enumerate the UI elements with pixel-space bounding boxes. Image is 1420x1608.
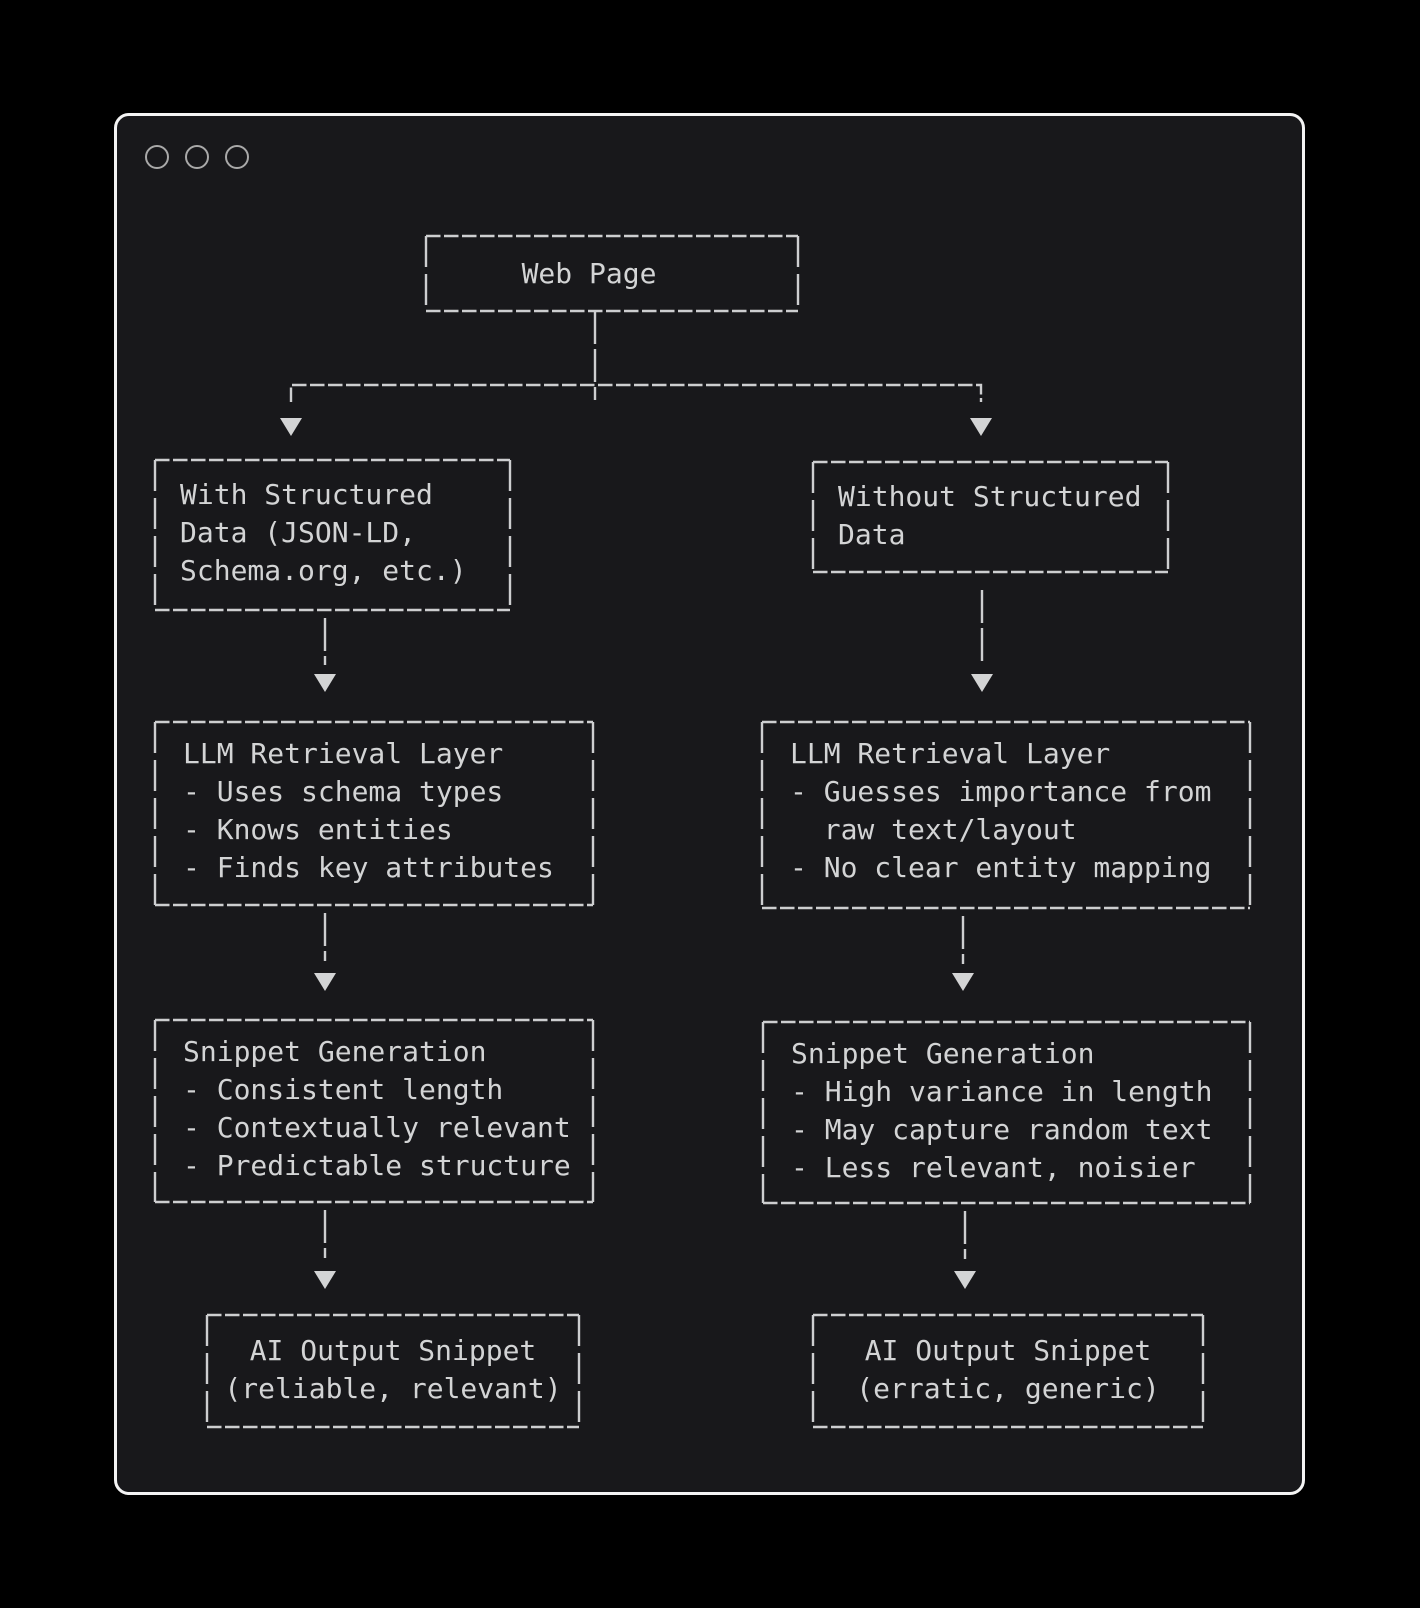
- arrow-down-icon: [952, 973, 974, 991]
- node-label: Data: [838, 518, 906, 551]
- arrow-down-icon: [954, 1271, 976, 1289]
- node-ai-output-unstructured: AI Output Snippet (erratic, generic): [813, 1315, 1203, 1427]
- node-bullet: - Knows entities: [183, 813, 453, 846]
- node-llm-retrieval-structured: LLM Retrieval Layer - Uses schema types …: [155, 722, 593, 905]
- node-title: Snippet Generation: [183, 1035, 487, 1068]
- node-label: With Structured: [180, 478, 433, 511]
- node-snippet-generation-unstructured: Snippet Generation - High variance in le…: [763, 1022, 1250, 1203]
- arrow-down-icon: [314, 1271, 336, 1289]
- node-title: LLM Retrieval Layer: [790, 737, 1111, 770]
- window-content: Web Page With Structured Data (JSON-LD, …: [114, 113, 1305, 1495]
- arrow-down-icon: [314, 674, 336, 692]
- arrow-down-icon: [971, 674, 993, 692]
- node-title: AI Output Snippet: [249, 1334, 537, 1367]
- node-ai-output-structured: AI Output Snippet (reliable, relevant): [207, 1315, 579, 1427]
- node-outline-output-structured: [205, 1313, 581, 1429]
- node-bullet: - Contextually relevant: [183, 1111, 571, 1144]
- node-bullet: - May capture random text: [791, 1113, 1213, 1146]
- node-outline-retrieval-structured: [153, 720, 595, 907]
- arrow-down-icon: [280, 418, 302, 436]
- connector-structured-snippet-to-output: [314, 1210, 336, 1289]
- node-title: AI Output Snippet: [864, 1334, 1152, 1367]
- node-label: Data (JSON-LD,: [180, 516, 417, 549]
- node-bullet: - No clear entity mapping: [790, 851, 1212, 884]
- node-snippet-generation-structured: Snippet Generation - Consistent length -…: [155, 1020, 593, 1202]
- node-llm-retrieval-unstructured: LLM Retrieval Layer - Guesses importance…: [762, 722, 1250, 908]
- node-bullet: - Predictable structure: [183, 1149, 571, 1182]
- node-outline-snippet-structured: [153, 1018, 595, 1204]
- node-bullet: - Uses schema types: [183, 775, 504, 808]
- terminal-window: Web Page With Structured Data (JSON-LD, …: [114, 113, 1305, 1495]
- arrow-down-icon: [970, 418, 992, 436]
- connector-structured-source-to-retrieval: [314, 618, 336, 692]
- node-bullet: raw text/layout: [790, 813, 1077, 846]
- node-label: Web Page: [521, 257, 657, 290]
- arrow-down-icon: [314, 973, 336, 991]
- connector-unstructured-retrieval-to-snippet: [952, 916, 974, 991]
- node-label: Without Structured: [838, 480, 1142, 513]
- connector-root-split: [280, 311, 992, 436]
- node-without-structured-data: Without Structured Data: [813, 462, 1168, 572]
- node-bullet: - High variance in length: [791, 1075, 1213, 1108]
- connector-unstructured-source-to-retrieval: [971, 590, 993, 692]
- node-title: LLM Retrieval Layer: [183, 737, 504, 770]
- node-subtitle: (reliable, relevant): [224, 1372, 562, 1405]
- node-title: Snippet Generation: [791, 1037, 1095, 1070]
- window-control-minimize-icon[interactable]: [185, 145, 209, 169]
- node-bullet: - Less relevant, noisier: [791, 1151, 1196, 1184]
- node-label: Schema.org, etc.): [180, 554, 467, 587]
- window-control-zoom-icon[interactable]: [225, 145, 249, 169]
- connector-unstructured-snippet-to-output: [954, 1211, 976, 1289]
- node-bullet: - Finds key attributes: [183, 851, 554, 884]
- window-control-close-icon[interactable]: [145, 145, 169, 169]
- flowchart-canvas: [153, 234, 1252, 1429]
- connector-structured-retrieval-to-snippet: [314, 913, 336, 991]
- node-outline-web-page: [424, 234, 800, 313]
- node-outline-snippet-unstructured: [761, 1020, 1252, 1205]
- node-with-structured-data: With Structured Data (JSON-LD, Schema.or…: [155, 460, 510, 610]
- node-outline-without-structured-data: [811, 460, 1170, 574]
- node-outline-retrieval-unstructured: [760, 720, 1252, 910]
- node-web-page: Web Page: [426, 236, 798, 311]
- node-outline-with-structured-data: [153, 458, 512, 612]
- node-bullet: - Consistent length: [183, 1073, 504, 1106]
- node-bullet: - Guesses importance from: [790, 775, 1212, 808]
- node-outline-output-unstructured: [811, 1313, 1205, 1429]
- node-subtitle: (erratic, generic): [856, 1372, 1160, 1405]
